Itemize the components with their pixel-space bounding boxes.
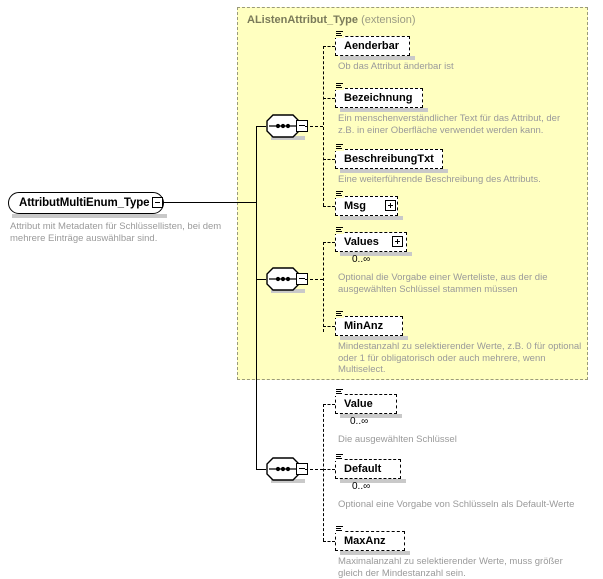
connector-trunk-to-seq3 xyxy=(256,469,266,470)
element-label: Bezeichnung xyxy=(344,92,413,104)
attribute-lines-icon xyxy=(335,310,344,318)
element-box-value[interactable]: Value xyxy=(335,388,397,414)
element-shadow-value xyxy=(340,414,402,418)
plus-toggle-icon-values[interactable] xyxy=(392,236,403,247)
element-box-aenderbar[interactable]: Aenderbar xyxy=(335,30,410,56)
element-label: Msg xyxy=(344,200,366,212)
connector-seq2-to-minanz xyxy=(323,326,335,327)
extension-title: AListenAttribut_Type (extension) xyxy=(247,14,416,26)
cardinality-default: 0..∞ xyxy=(352,481,371,492)
connector-seq1-to-msg xyxy=(323,206,335,207)
sequence-2-shadow xyxy=(271,289,305,293)
connector-root-to-trunk xyxy=(163,202,256,203)
sequence-icon xyxy=(266,114,300,138)
element-box-bezeichnung[interactable]: Bezeichnung xyxy=(335,82,423,108)
page-title: AttributMultiEnum_Type xyxy=(19,197,150,209)
connector-seq2-to-values xyxy=(323,242,335,243)
element-box-minanz[interactable]: MinAnz xyxy=(335,310,403,336)
connector-seq1-to-aenderbar xyxy=(323,46,335,47)
cardinality-values: 0..∞ xyxy=(352,254,371,265)
sequence-compositor-extension-bottom[interactable] xyxy=(266,267,308,291)
element-shadow-aenderbar xyxy=(340,56,415,60)
element-label: Value xyxy=(344,398,373,410)
element-label: BeschreibungTxt xyxy=(344,153,434,165)
connector-trunk-to-seq1 xyxy=(256,126,266,127)
connector-seq3-to-maxanz xyxy=(323,541,335,542)
element-shadow-beschreibungtxt xyxy=(340,169,448,173)
element-annotation-beschreibungtxt: Eine weiterführende Beschreibung des Att… xyxy=(338,174,541,185)
connector-seq1-stub xyxy=(305,126,323,127)
connector-seq1-to-bezeichnung xyxy=(323,98,335,99)
attribute-lines-icon xyxy=(335,190,344,198)
element-shadow-msg xyxy=(340,216,403,220)
element-label: Values xyxy=(344,236,379,248)
attribute-lines-icon xyxy=(335,453,344,461)
connector-seq3-spine xyxy=(323,404,324,541)
element-label: Default xyxy=(344,463,382,475)
sequence-1-shadow xyxy=(271,136,305,140)
connector-seq3-stub xyxy=(305,469,323,470)
minus-toggle-icon-root[interactable] xyxy=(152,197,163,208)
extension-region xyxy=(237,7,588,380)
type-annotation: Attribut mit Metadaten für Schlüssellist… xyxy=(10,221,222,244)
element-shadow-maxanz xyxy=(340,551,410,555)
element-annotation-aenderbar: Ob das Attribut änderbar ist xyxy=(338,61,454,72)
element-label: MinAnz xyxy=(344,320,384,332)
element-shadow-minanz xyxy=(340,336,408,340)
attribute-lines-icon xyxy=(335,226,344,234)
connector-trunk-vertical xyxy=(256,126,257,469)
element-box-maxanz[interactable]: MaxAnz xyxy=(335,525,405,551)
element-label: MaxAnz xyxy=(344,535,386,547)
connector-seq2-stub xyxy=(305,279,323,280)
connector-seq1-to-beschreibungtxt xyxy=(323,159,335,160)
plus-toggle-icon-msg[interactable] xyxy=(385,200,396,211)
type-box-shadow xyxy=(12,214,167,218)
element-annotation-values: Optional die Vorgabe einer Werteliste, a… xyxy=(338,272,548,295)
element-annotation-default: Optional eine Vorgabe von Schlüsseln als… xyxy=(338,499,575,510)
sequence-icon xyxy=(266,267,300,291)
element-annotation-maxanz: Maximalanzahl zu selektierender Werte, m… xyxy=(338,556,563,579)
extension-type-name: AListenAttribut_Type xyxy=(247,14,359,26)
connector-trunk-to-seq2 xyxy=(256,279,266,280)
element-annotation-value: Die ausgewählten Schlüssel xyxy=(338,434,457,445)
attribute-lines-icon xyxy=(335,82,344,90)
element-shadow-bezeichnung xyxy=(340,108,428,112)
attribute-lines-icon xyxy=(335,30,344,38)
sequence-compositor-extension-top[interactable] xyxy=(266,114,308,138)
connector-seq3-to-value xyxy=(323,404,335,405)
element-box-values[interactable]: Values xyxy=(335,226,407,252)
attribute-lines-icon xyxy=(335,388,344,396)
attribute-lines-icon xyxy=(335,143,344,151)
element-annotation-bezeichnung: Ein menschenverständlicher Text für das … xyxy=(338,113,561,136)
cardinality-value: 0..∞ xyxy=(350,416,369,427)
sequence-icon xyxy=(266,457,300,481)
connector-seq2-spine xyxy=(323,242,324,332)
element-box-beschreibungtxt[interactable]: BeschreibungTxt xyxy=(335,143,443,169)
sequence-3-shadow xyxy=(271,479,305,483)
element-annotation-minanz: Mindestanzahl zu selektierender Werte, z… xyxy=(338,341,582,375)
extension-kind-label: (extension) xyxy=(361,14,416,26)
connector-seq3-to-default xyxy=(323,469,335,470)
element-shadow-values xyxy=(340,252,412,256)
type-box-attributmultienum[interactable]: AttributMultiEnum_Type xyxy=(8,192,164,214)
sequence-compositor-own[interactable] xyxy=(266,457,308,481)
element-box-default[interactable]: Default xyxy=(335,453,401,479)
attribute-lines-icon xyxy=(335,525,344,533)
connector-seq1-spine xyxy=(323,46,324,206)
element-label: Aenderbar xyxy=(344,40,400,52)
element-shadow-default xyxy=(340,479,406,483)
element-box-msg[interactable]: Msg xyxy=(335,190,398,216)
